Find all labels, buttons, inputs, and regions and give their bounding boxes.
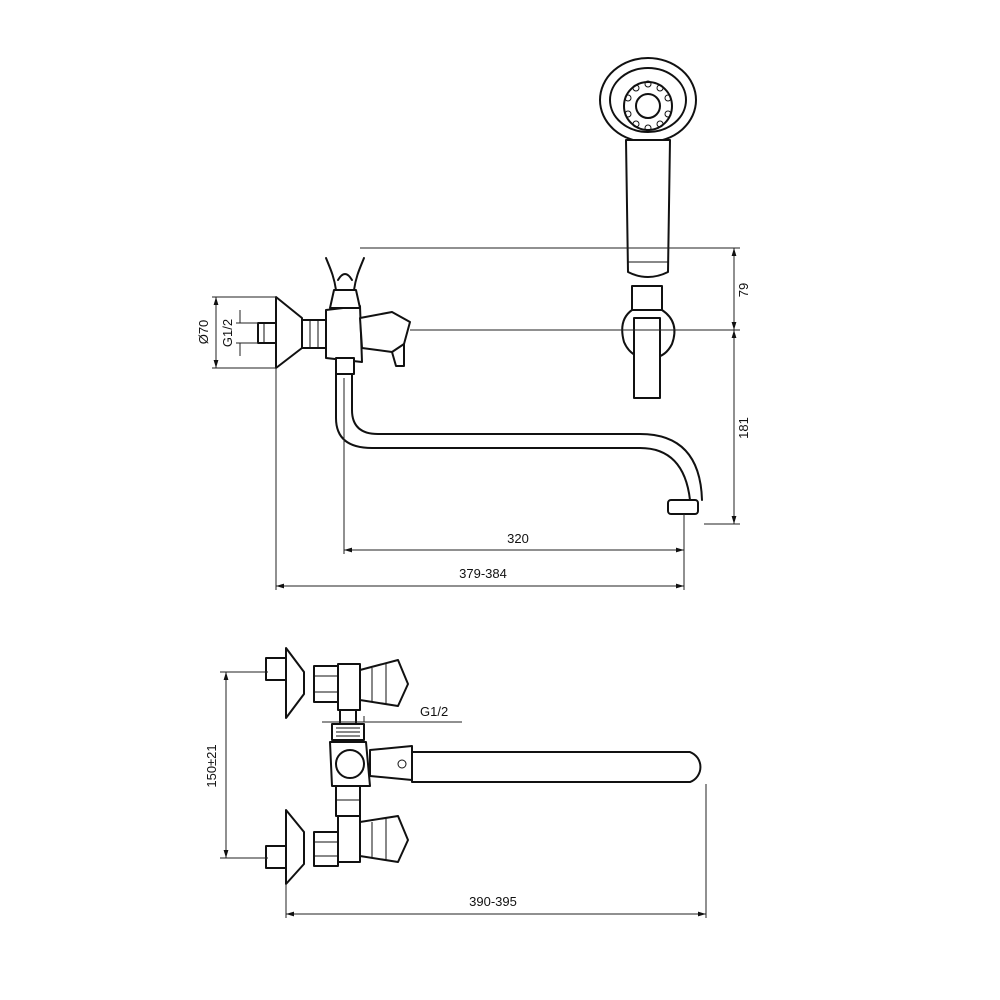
mixer-handle [359,311,411,367]
center-distance-label: 150±21 [204,744,219,787]
total-length-bottom-label: 390-395 [469,894,517,909]
mixer-body [325,257,365,375]
side-view: Ø70 G1/2 79 181 320 [196,57,751,590]
thread-label-bottom: G1/2 [420,704,448,719]
total-length-top-label: 379-384 [459,566,507,581]
union-nut [301,319,327,349]
dimension-diameter: Ø70 [196,296,276,369]
center-fitting [329,723,371,787]
spout-length-label: 320 [507,531,529,546]
dimension-spout-length: 320 [343,378,685,590]
lower-wall-connection [265,785,409,885]
shower-height-label: 79 [736,283,751,297]
dimension-center-distance: 150±21 [204,671,268,859]
upper-wall-connection [265,647,409,725]
plan-view: G1/2 150±21 390-395 [204,647,707,918]
dimension-thread-top: G1/2 [220,310,258,356]
dimension-spout-height: 181 [731,330,751,524]
long-spout [335,373,703,515]
spout-height-label: 181 [736,417,751,439]
thread-label-top: G1/2 [220,319,235,347]
plan-spout [369,745,702,783]
dimension-thread-bottom: G1/2 [322,704,462,723]
diameter-label: Ø70 [196,320,211,345]
dimension-total-length-top: 379-384 [275,368,684,590]
dimension-shower-height: 79 [731,248,751,330]
wall-flange [257,296,303,369]
hand-shower [599,57,697,399]
dimension-total-length-bottom: 390-395 [285,784,707,918]
